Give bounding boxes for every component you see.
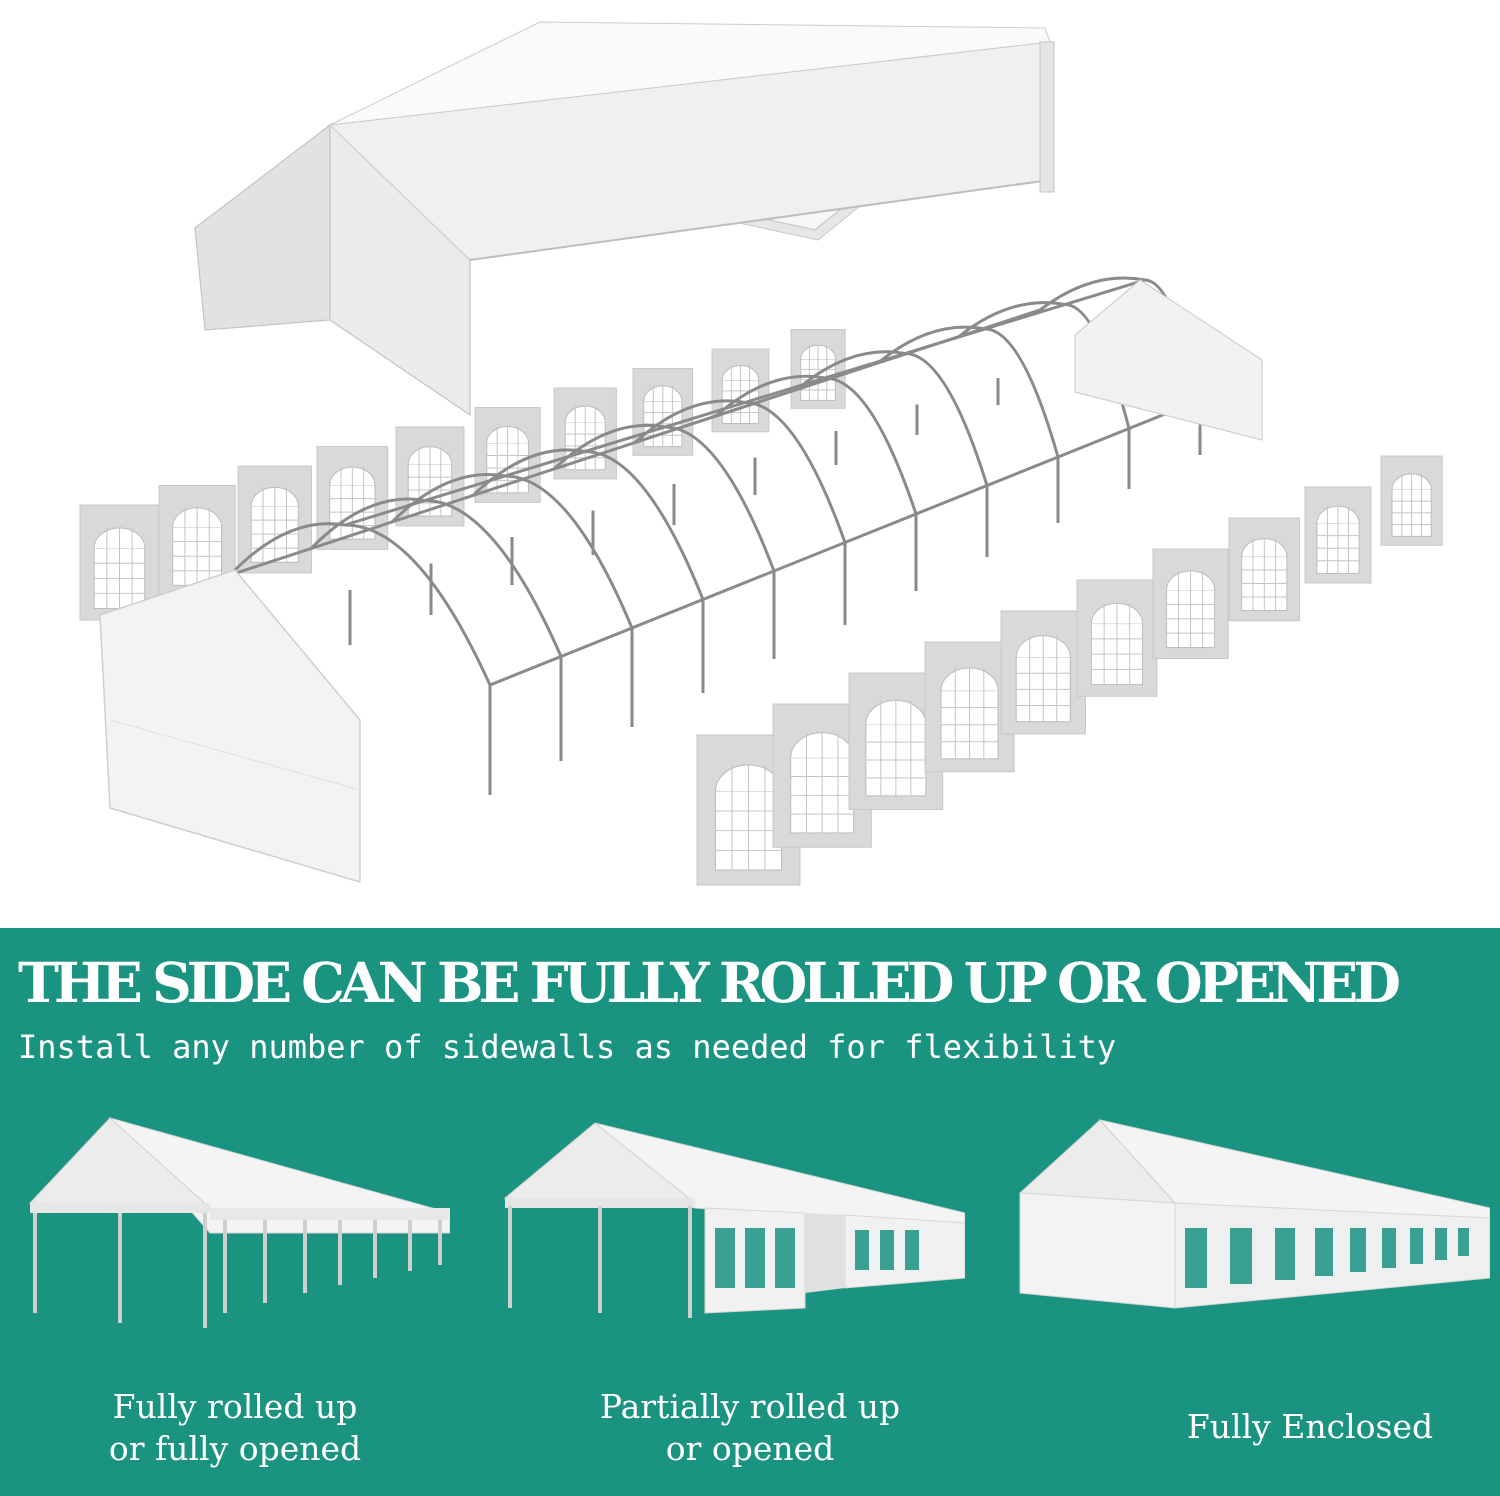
- variant-1-caption: Fully rolled up or fully opened: [40, 1386, 430, 1470]
- info-panel: THE SIDE CAN BE FULLY ROLLED UP OR OPENE…: [0, 928, 1500, 1496]
- variant-fully-enclosed: [1010, 1118, 1490, 1328]
- exploded-tent-svg: [79, 21, 1443, 886]
- front-sidewalls: [696, 455, 1443, 886]
- roof-canopy: [194, 21, 1055, 417]
- variant-3-caption-line1: Fully Enclosed: [1186, 1407, 1434, 1446]
- steel-frame: [228, 276, 1202, 795]
- headline: THE SIDE CAN BE FULLY ROLLED UP OR OPENE…: [18, 950, 1401, 1015]
- exploded-tent-illustration: [79, 21, 1443, 886]
- right-gable-wall: [1074, 279, 1263, 441]
- variant-partially-rolled-up: [495, 1118, 965, 1328]
- tent-partial-illustration: [503, 1122, 965, 1318]
- subheadline: Install any number of sidewalls as neede…: [18, 1028, 1117, 1066]
- variant-2-caption: Partially rolled up or opened: [560, 1386, 940, 1470]
- variant-fully-rolled-up: [10, 1113, 450, 1338]
- variant-1-caption-line1: Fully rolled up: [112, 1387, 358, 1426]
- tent-enclosed-illustration: [1018, 1119, 1490, 1309]
- variant-2-caption-line1: Partially rolled up: [599, 1387, 901, 1426]
- variant-3-caption: Fully Enclosed: [1140, 1406, 1480, 1448]
- left-gable-wall: [99, 569, 361, 884]
- variant-2-caption-line2: or opened: [665, 1429, 835, 1468]
- tent-open-illustration: [28, 1117, 450, 1328]
- variant-1-caption-line2: or fully opened: [108, 1429, 362, 1468]
